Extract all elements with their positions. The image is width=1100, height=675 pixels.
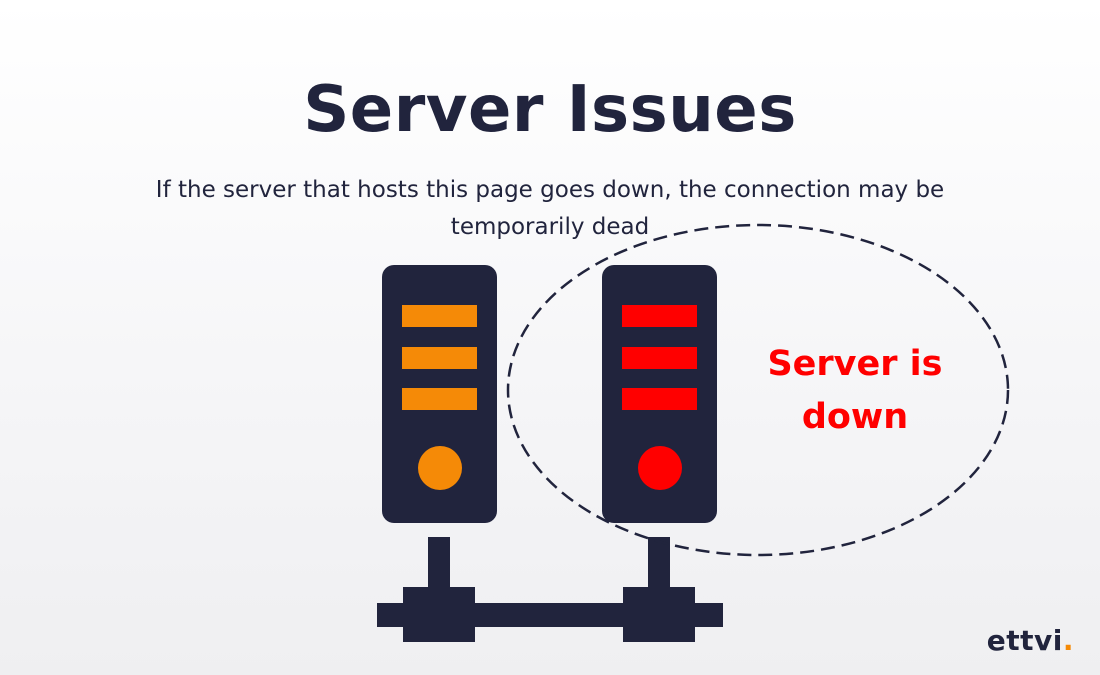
brand-name: ettvi: [986, 624, 1063, 657]
page-subtitle: If the server that hosts this page goes …: [155, 177, 945, 240]
server-slot: [622, 388, 697, 410]
server-slot: [402, 347, 477, 369]
server-down-label: Server is down: [767, 344, 943, 437]
status-light: [418, 446, 462, 490]
server-down-icon: [602, 265, 717, 523]
highlight-ellipse: [506, 223, 1010, 557]
page-title: Server Issues: [303, 73, 797, 147]
network-connector-icon: [377, 537, 723, 642]
server-slot: [402, 388, 477, 410]
brand-logo: ettvi.: [987, 624, 1074, 657]
status-light: [638, 446, 682, 490]
server-slot: [402, 305, 477, 327]
server-slot: [622, 347, 697, 369]
brand-dot: .: [1062, 624, 1074, 657]
server-warning-icon: [382, 265, 497, 523]
server-slot: [622, 305, 697, 327]
